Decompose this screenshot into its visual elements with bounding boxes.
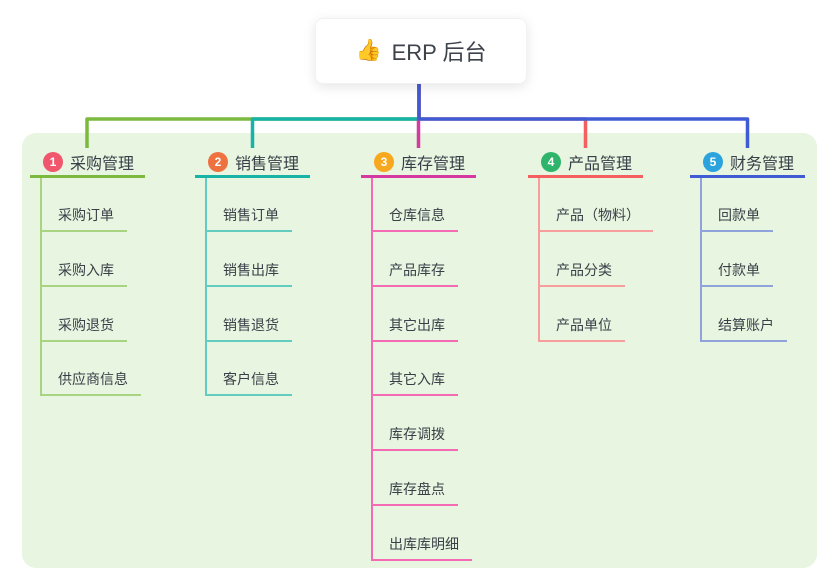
branch-number-badge: 1 bbox=[43, 151, 63, 172]
root-node[interactable]: 👍 ERP 后台 bbox=[315, 18, 527, 84]
child-connector-line bbox=[205, 178, 207, 396]
child-node[interactable]: 供应商信息 bbox=[40, 369, 141, 396]
branch-number-badge: 2 bbox=[208, 151, 228, 172]
child-node[interactable]: 采购入库 bbox=[40, 260, 127, 287]
branch-header[interactable]: 4 产品管理 bbox=[528, 148, 643, 178]
branch-header[interactable]: 2 销售管理 bbox=[195, 148, 310, 178]
child-node[interactable]: 结算账户 bbox=[700, 315, 787, 342]
child-node[interactable]: 其它入库 bbox=[371, 369, 458, 396]
child-node[interactable]: 客户信息 bbox=[205, 369, 292, 396]
branch-product: 4 产品管理 产品（物料） 产品分类 产品单位 bbox=[528, 148, 653, 342]
child-node[interactable]: 产品库存 bbox=[371, 260, 458, 287]
child-node[interactable]: 出库库明细 bbox=[371, 534, 472, 561]
branch-number-badge: 3 bbox=[374, 151, 394, 172]
branch-label: 库存管理 bbox=[401, 155, 466, 173]
child-connector-line bbox=[538, 178, 540, 342]
child-node[interactable]: 产品单位 bbox=[538, 315, 625, 342]
branch-header[interactable]: 3 库存管理 bbox=[361, 148, 476, 178]
mindmap-panel bbox=[22, 133, 817, 568]
child-node[interactable]: 产品（物料） bbox=[538, 205, 653, 232]
branch-purchase: 1 采购管理 采购订单 采购入库 采购退货 供应商信息 bbox=[30, 148, 145, 396]
child-node[interactable]: 销售出库 bbox=[205, 260, 292, 287]
branch-number-badge: 5 bbox=[703, 151, 723, 172]
child-node[interactable]: 销售订单 bbox=[205, 205, 292, 232]
child-node[interactable]: 库存盘点 bbox=[371, 479, 458, 506]
branch-label: 财务管理 bbox=[730, 155, 795, 173]
root-label: ERP 后台 bbox=[391, 40, 487, 65]
child-node[interactable]: 销售退货 bbox=[205, 315, 292, 342]
child-node[interactable]: 采购退货 bbox=[40, 315, 127, 342]
child-node[interactable]: 仓库信息 bbox=[371, 205, 458, 232]
child-node[interactable]: 其它出库 bbox=[371, 315, 458, 342]
branch-header[interactable]: 5 财务管理 bbox=[690, 148, 805, 178]
thumbs-up-icon: 👍 bbox=[355, 39, 382, 62]
branch-label: 产品管理 bbox=[568, 155, 633, 173]
child-node[interactable]: 产品分类 bbox=[538, 260, 625, 287]
branch-label: 销售管理 bbox=[235, 155, 300, 173]
branch-sales: 2 销售管理 销售订单 销售出库 销售退货 客户信息 bbox=[195, 148, 310, 396]
child-connector-line bbox=[700, 178, 702, 342]
child-node[interactable]: 付款单 bbox=[700, 260, 773, 287]
child-node[interactable]: 回款单 bbox=[700, 205, 773, 232]
child-node[interactable]: 库存调拨 bbox=[371, 424, 458, 451]
child-node[interactable]: 采购订单 bbox=[40, 205, 127, 232]
branch-number-badge: 4 bbox=[541, 151, 561, 172]
branch-finance: 5 财务管理 回款单 付款单 结算账户 bbox=[690, 148, 805, 342]
branch-label: 采购管理 bbox=[70, 155, 135, 173]
child-connector-line bbox=[371, 178, 373, 561]
branch-header[interactable]: 1 采购管理 bbox=[30, 148, 145, 178]
child-connector-line bbox=[40, 178, 42, 396]
branch-inventory: 3 库存管理 仓库信息 产品库存 其它出库 其它入库 库存调拨 库存盘点 出库库… bbox=[361, 148, 476, 561]
